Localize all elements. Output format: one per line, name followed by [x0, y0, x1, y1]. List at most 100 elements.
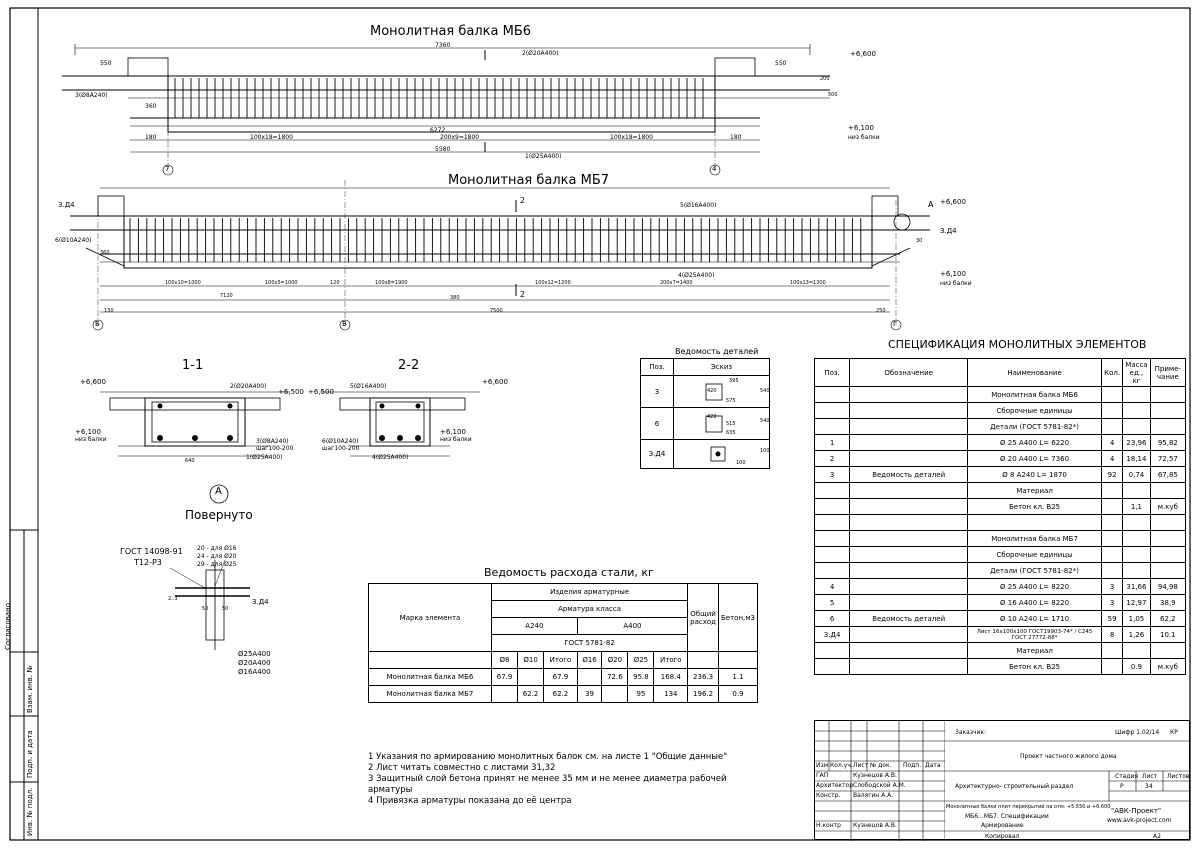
spec-cell-pos: 2: [813, 450, 851, 467]
mb7-dim-s6: 100x13=1300: [790, 280, 826, 286]
mb7-dim-380: 380: [450, 295, 460, 301]
details-r0-a: 395: [729, 378, 739, 384]
mb7-dim-s2: 100x5=1000: [265, 280, 298, 286]
details-row-pos: 6: [640, 407, 674, 440]
spec-cell-des: [849, 626, 969, 643]
side-inv-orig: Инв. № подл.: [26, 787, 34, 836]
spec-cell-pos: 4: [813, 578, 851, 595]
stamp-role-arch: Архитектор: [816, 782, 854, 789]
mb6-dim-360: 360: [145, 103, 157, 110]
steel-h-a240: А240: [491, 617, 578, 635]
mb6-axis-right: 4: [712, 165, 717, 173]
spec-cell-des: [849, 434, 969, 451]
spec-cell-name: Детали (ГОСТ 5781-82*): [967, 562, 1103, 579]
inner-frame: [37, 7, 1191, 841]
spec-cell-mass: [1122, 386, 1151, 403]
spec-cell-pos: 5: [813, 594, 851, 611]
stamp-name-gap: Кузнецов А.В.: [853, 772, 897, 779]
sec22-elev-top: +6,600: [482, 378, 508, 386]
section-1-1-drawing: [100, 391, 290, 457]
mb6-dim-left: 550: [100, 60, 112, 67]
note-2: 2 Лист читать совместно с листами 31,32: [368, 763, 556, 773]
spec-cell-qty: [1101, 418, 1124, 435]
details-row-pos: 3: [640, 375, 674, 408]
spec-cell-mass: [1122, 642, 1151, 659]
details-r1-d: 515: [726, 421, 736, 427]
node-a-drawing: [169, 484, 250, 650]
steel-title: Ведомость расхода стали, кг: [484, 566, 654, 579]
mb6-dim-180r: 180: [730, 134, 742, 141]
spec-cell-name: Ø 20 А400 L= 7360: [967, 450, 1103, 467]
spec-cell-note: [1149, 562, 1187, 579]
sec11-bar3-step: шаг100-200: [256, 445, 294, 452]
spec-cell-qty: [1101, 642, 1124, 659]
spec-cell-note: 95,82: [1149, 434, 1187, 451]
mb7-bar6: 6(Ø10А240): [55, 237, 92, 244]
spec-cell-name: Ø 16 А400 L= 8220: [967, 594, 1103, 611]
mb6-dim-s3: 100x18=1800: [610, 134, 653, 141]
node-a-d50b: 50: [222, 606, 229, 612]
spec-cell-qty: [1101, 530, 1124, 547]
spec-cell-des: [849, 386, 969, 403]
spec-cell-pos: [813, 386, 851, 403]
title-mb7: Монолитная балка МБ7: [448, 173, 610, 188]
sec11-elev-top: +6,600: [80, 378, 106, 386]
node-a-l2: 24 - для Ø20: [197, 553, 237, 560]
stamp-stage-v: Р: [1120, 783, 1124, 790]
steel-col: Ø16: [576, 651, 603, 669]
mb7-dim-s4: 100x12=1200: [535, 280, 571, 286]
mb7-dim-s1: 100x10=1000: [165, 280, 201, 286]
steel-col: Ø25: [627, 651, 655, 669]
spec-cell-des: [849, 530, 969, 547]
table-row: Материал: [813, 642, 1187, 659]
mb6-elev-bot-note: низ балки: [848, 134, 880, 141]
mb7-node-a: А: [928, 200, 934, 209]
sec11-elev-bot-note: низ балки: [75, 436, 107, 443]
stamp-col-izm: Изм.: [816, 762, 831, 769]
details-r1-c: 635: [726, 430, 736, 436]
spec-cell-des: [849, 498, 969, 515]
mb7-elev-bot-note: низ балки: [940, 280, 972, 287]
stamp-name-constr: Валягин А.А.: [853, 792, 894, 799]
mb6-bar1: 1(Ø25А400): [525, 153, 562, 160]
spec-cell-pos: 3: [813, 466, 851, 483]
spec-cell-name: [967, 514, 1103, 531]
spec-cell-note: [1149, 402, 1187, 419]
spec-cell-pos: [813, 482, 851, 499]
steel-h-gost: ГОСТ 5781-82: [490, 634, 689, 652]
spec-cell-qty: 59: [1101, 610, 1124, 627]
steel-h-beton: Бетон,м3: [717, 583, 759, 652]
mb7-dim-130: 130: [104, 308, 114, 314]
sec11-elev-bot: +6,100: [75, 428, 101, 436]
spec-cell-mass: [1122, 482, 1151, 499]
spec-h-note: Приме-чание: [1149, 358, 1187, 387]
stamp-role-gap: ГАП: [816, 772, 829, 779]
details-r0-b: 420: [707, 388, 717, 394]
mb7-dim-s5: 200x7=1400: [660, 280, 693, 286]
spec-cell-note: 62,2: [1149, 610, 1187, 627]
node-a-rotated: Повернуто: [185, 508, 253, 522]
spec-cell-note: [1149, 386, 1187, 403]
spec-cell-pos: [813, 514, 851, 531]
beam-mb6-drawing: [62, 44, 830, 176]
spec-cell-mass: 1,1: [1122, 498, 1151, 515]
spec-cell-qty: 4: [1101, 434, 1124, 451]
node-a-d50a: 50: [202, 606, 209, 612]
beam-mb7-stirrups: [129, 218, 862, 262]
mb7-elev-top: +6,600: [940, 198, 966, 206]
spec-h-name: Наименование: [967, 358, 1103, 387]
spec-cell-qty: 3: [1101, 594, 1124, 611]
spec-cell-des: Ведомость деталей: [849, 466, 969, 483]
sec22-bar6: 6(Ø10А240): [322, 438, 359, 445]
spec-cell-mass: [1122, 546, 1151, 563]
sec22-bar5: 5(Ø16А400): [350, 383, 387, 390]
spec-cell-qty: 8: [1101, 626, 1124, 643]
mb6-bar3: 3(Ø8А240): [75, 92, 108, 99]
steel-col: Итого: [653, 651, 689, 669]
spec-cell-note: 38,9: [1149, 594, 1187, 611]
